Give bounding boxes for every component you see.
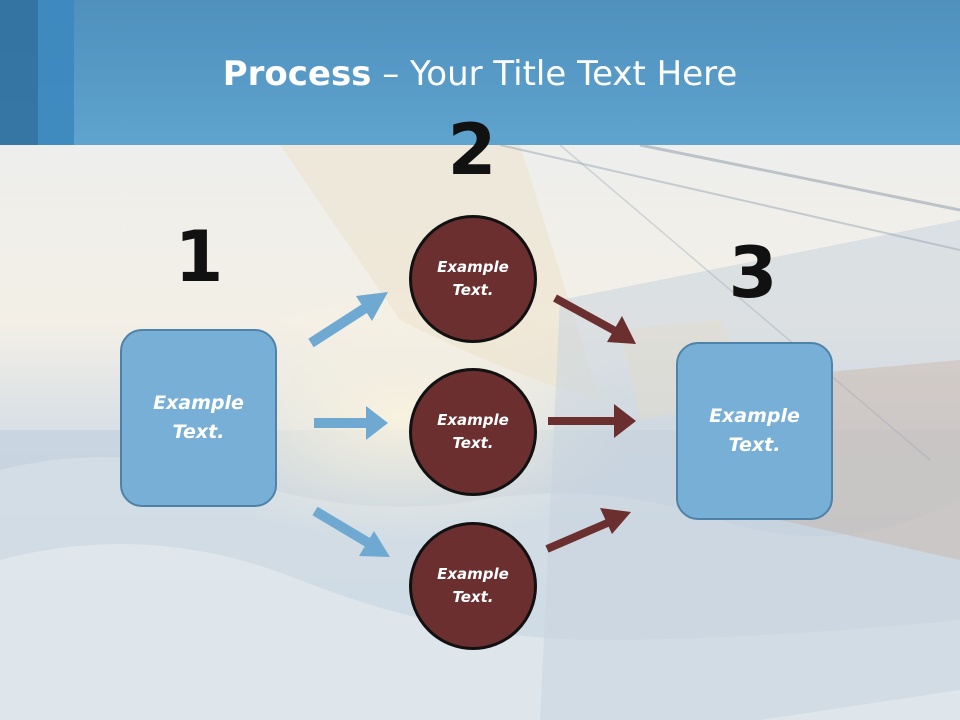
step-number-1: 1 bbox=[174, 216, 224, 298]
circle-middle-label: Example Text. bbox=[437, 411, 509, 452]
slide-title: Process – Your Title Text Here bbox=[0, 52, 960, 96]
title-rest: – Your Title Text Here bbox=[371, 54, 738, 94]
blue-arrow-up bbox=[308, 292, 388, 348]
circle-top: Example Text. bbox=[409, 215, 537, 343]
right-box: Example Text. bbox=[676, 342, 833, 520]
circle-bottom: Example Text. bbox=[409, 522, 537, 650]
blue-arrow-down bbox=[312, 506, 390, 557]
red-arrow-down bbox=[553, 294, 636, 344]
red-arrow-right bbox=[548, 404, 636, 438]
title-bold: Process bbox=[222, 54, 372, 94]
title-bar-accent bbox=[38, 0, 74, 145]
step-number-3: 3 bbox=[728, 232, 778, 314]
circle-middle: Example Text. bbox=[409, 368, 537, 496]
step-number-2: 2 bbox=[447, 109, 497, 191]
circle-top-label: Example Text. bbox=[437, 258, 509, 299]
circle-bottom-label: Example Text. bbox=[437, 565, 509, 606]
left-box-label: Example Text. bbox=[153, 392, 244, 443]
blue-arrow-right bbox=[314, 406, 388, 440]
title-bar bbox=[0, 0, 960, 145]
right-box-label: Example Text. bbox=[709, 405, 800, 456]
red-arrow-up bbox=[545, 508, 631, 553]
title-bar-accent bbox=[0, 0, 38, 145]
left-box: Example Text. bbox=[120, 329, 277, 507]
